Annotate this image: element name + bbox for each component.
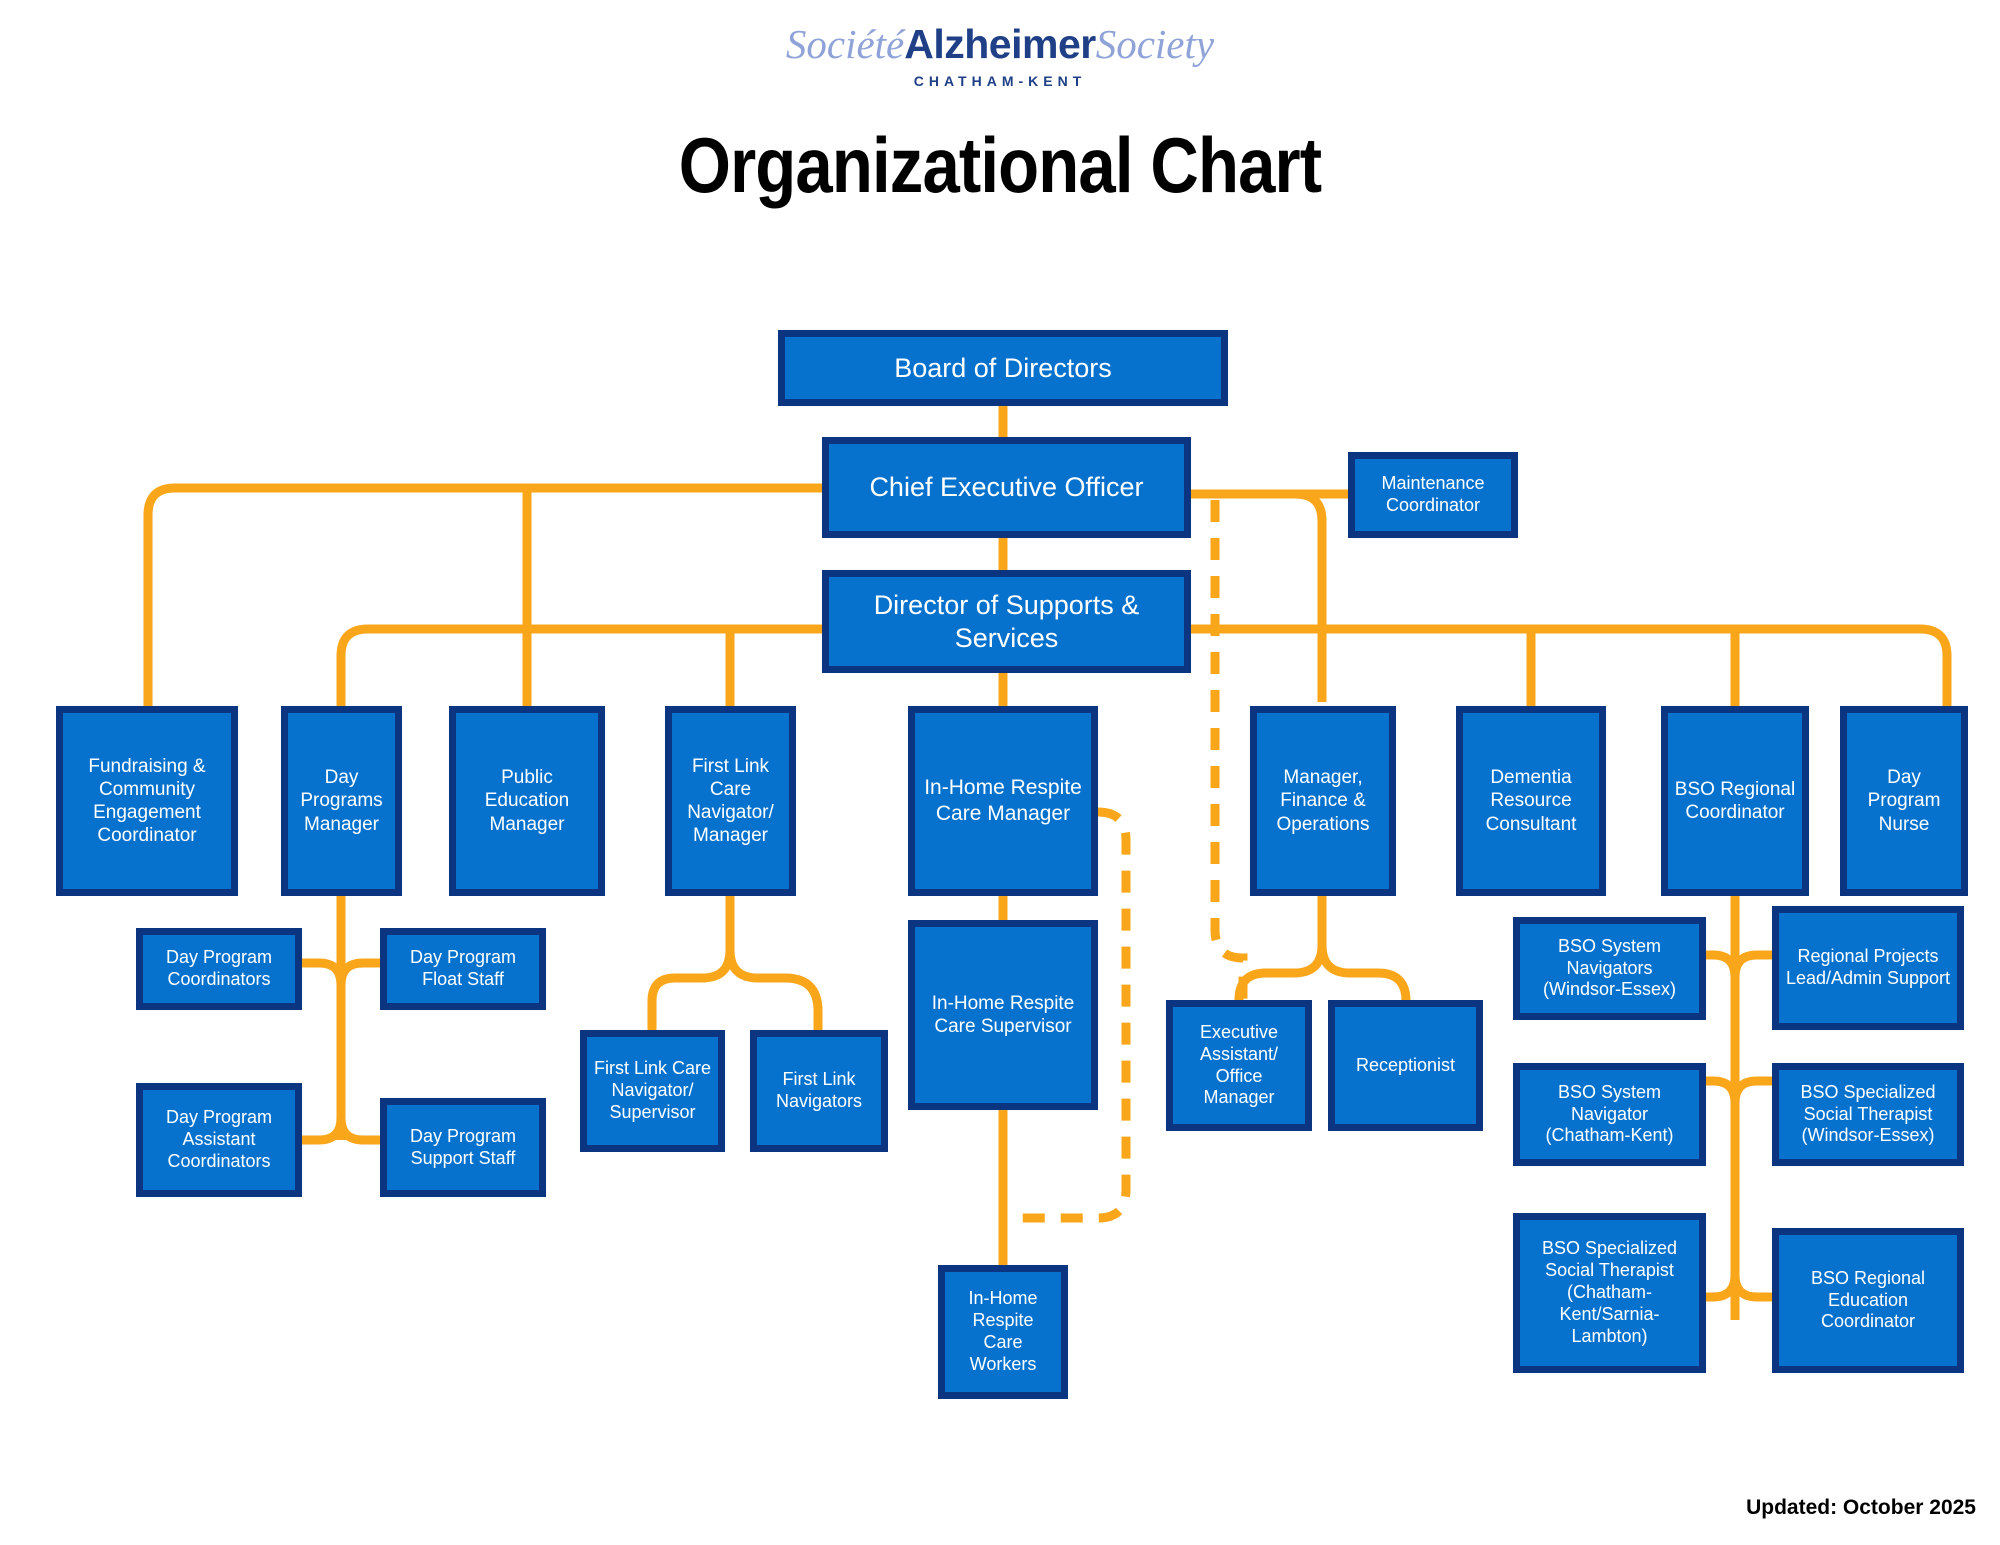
node-label: Dementia Resource Consultant (1485, 767, 1577, 835)
node-label: First Link Care Navigator/ Manager (687, 755, 774, 847)
edge-dpm-float (336, 958, 380, 986)
node-bso-system-navigator-chatham-kent[interactable]: BSO System Navigator (Chatham-Kent) (1513, 1063, 1706, 1166)
edge-director-rightbus (1191, 624, 1952, 706)
node-day-program-nurse[interactable]: Day Program Nurse (1840, 706, 1968, 896)
node-label: Day Program Assistant Coordinators (165, 1107, 273, 1171)
node-in-home-respite-care-supervisor[interactable]: In-Home Respite Care Supervisor (908, 920, 1098, 1110)
node-first-link-navigators[interactable]: First Link Navigators (750, 1030, 888, 1152)
node-label: BSO Regional Education Coordinator (1810, 1267, 1926, 1332)
node-chief-executive-officer[interactable]: Chief Executive Officer (822, 437, 1191, 538)
node-label: In-Home Respite Care Workers (968, 1288, 1038, 1374)
node-label: Day Program Support Staff (409, 1125, 517, 1168)
edge-flcn-navs (725, 949, 823, 1030)
node-label: BSO Specialized Social Therapist (Windso… (1800, 1081, 1936, 1146)
node-label: First Link Navigators (775, 1069, 863, 1111)
edge-ceo-execasst-dashed (1210, 500, 1248, 1030)
node-in-home-respite-care-workers[interactable]: In-Home Respite Care Workers (938, 1265, 1068, 1399)
node-day-program-float-staff[interactable]: Day Program Float Staff (380, 928, 546, 1010)
node-public-education-manager[interactable]: Public Education Manager (449, 706, 605, 896)
node-day-program-assistant-coordinators[interactable]: Day Program Assistant Coordinators (136, 1083, 302, 1197)
node-label: In-Home Respite Care Supervisor (931, 992, 1075, 1037)
node-label: Receptionist (1355, 1054, 1456, 1075)
node-label: Director of Supports & Services (873, 589, 1140, 653)
node-label: Regional Projects Lead/Admin Support (1785, 946, 1951, 988)
node-bso-specialized-social-therapist-windsor-essex[interactable]: BSO Specialized Social Therapist (Windso… (1772, 1063, 1964, 1166)
node-dementia-resource-consultant[interactable]: Dementia Resource Consultant (1456, 706, 1606, 896)
edge-ceo-finance (1191, 489, 1327, 702)
node-label: Day Program Nurse (1867, 767, 1941, 835)
node-label: Executive Assistant/ Office Manager (1199, 1021, 1279, 1108)
node-director-of-supports-services[interactable]: Director of Supports & Services (822, 570, 1191, 673)
node-label: Day Program Coordinators (165, 947, 273, 989)
node-maintenance-coordinator[interactable]: Maintenance Coordinator (1348, 452, 1518, 538)
node-day-program-support-staff[interactable]: Day Program Support Staff (380, 1098, 546, 1197)
logo-word-societe: Société (785, 21, 905, 67)
node-label: Public Education Manager (484, 767, 570, 835)
node-executive-assistant-office-manager[interactable]: Executive Assistant/ Office Manager (1166, 1000, 1312, 1131)
edge-dpm-support (336, 1117, 380, 1145)
node-in-home-respite-care-manager[interactable]: In-Home Respite Care Manager (908, 706, 1098, 896)
node-receptionist[interactable]: Receptionist (1328, 1000, 1483, 1131)
node-bso-regional-education-coordinator[interactable]: BSO Regional Education Coordinator (1772, 1228, 1964, 1373)
node-label: Chief Executive Officer (869, 472, 1144, 503)
page-title: Organizational Chart (678, 121, 1322, 209)
node-regional-projects-lead-admin-support[interactable]: Regional Projects Lead/Admin Support (1772, 906, 1964, 1030)
logo-wordmark: SociétéAlzheimerSociety (0, 24, 2000, 65)
node-label: Maintenance Coordinator (1381, 473, 1485, 515)
node-label: BSO Regional Coordinator (1674, 778, 1796, 823)
node-label: Day Program Float Staff (409, 947, 517, 989)
node-label: Day Programs Manager (300, 767, 383, 835)
node-label: Manager, Finance & Operations (1276, 767, 1370, 835)
node-label: BSO System Navigators (Windsor-Essex) (1542, 935, 1676, 1000)
node-label: Fundraising & Community Engagement Coord… (88, 755, 206, 847)
logo-word-society: Society (1095, 21, 1215, 67)
node-bso-system-navigators-windsor-essex[interactable]: BSO System Navigators (Windsor-Essex) (1513, 917, 1706, 1020)
node-fundraising-community-engagement-coordinator[interactable]: Fundraising & Community Engagement Coord… (56, 706, 238, 896)
node-label: In-Home Respite Care Manager (924, 776, 1082, 825)
node-label: First Link Care Navigator/ Supervisor (593, 1058, 712, 1122)
edge-dpm-asst (302, 1117, 346, 1145)
organization-logo: SociétéAlzheimerSociety CHATHAM-KENT (0, 24, 2000, 89)
logo-subtitle: CHATHAM-KENT (913, 73, 1087, 89)
updated-date: Updated: October 2025 (1746, 1496, 1976, 1519)
node-first-link-care-navigator-manager[interactable]: First Link Care Navigator/ Manager (665, 706, 796, 896)
edge-flcn-sup (647, 949, 735, 1030)
logo-word-alzheimer: Alzheimer (904, 21, 1096, 67)
node-label: Board of Directors (894, 352, 1112, 383)
edge-bso-projects (1730, 950, 1772, 978)
node-day-program-coordinators[interactable]: Day Program Coordinators (136, 928, 302, 1010)
node-bso-regional-coordinator[interactable]: BSO Regional Coordinator (1661, 706, 1809, 896)
node-manager-finance-operations[interactable]: Manager, Finance & Operations (1250, 706, 1396, 896)
node-label: BSO System Navigator (Chatham-Kent) (1545, 1081, 1674, 1146)
node-label: BSO Specialized Social Therapist (Chatha… (1541, 1238, 1678, 1346)
node-day-programs-manager[interactable]: Day Programs Manager (281, 706, 402, 896)
node-first-link-care-navigator-supervisor[interactable]: First Link Care Navigator/ Supervisor (580, 1030, 725, 1152)
edge-bso-educoord (1730, 1274, 1772, 1302)
node-bso-specialized-social-therapist-chatham-kent-sarnia-lambton[interactable]: BSO Specialized Social Therapist (Chatha… (1513, 1213, 1706, 1373)
edge-ceo-leftbus (143, 483, 822, 706)
edge-bso-thwe (1730, 1076, 1772, 1104)
edge-dpm-coord (302, 958, 346, 986)
node-board-of-directors[interactable]: Board of Directors (778, 330, 1228, 406)
edge-director-leftbus (336, 624, 822, 706)
